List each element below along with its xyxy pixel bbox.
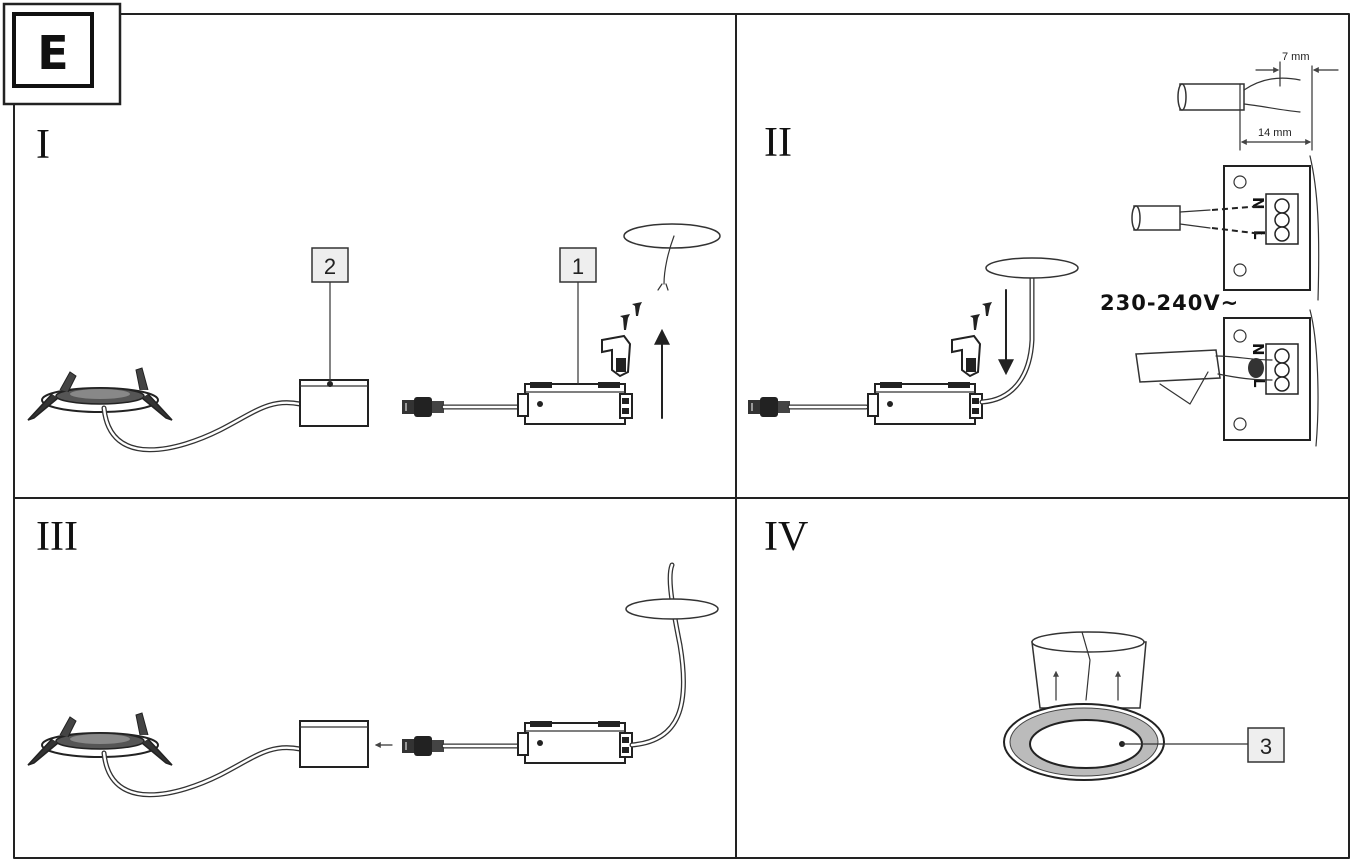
lamp-fixture-iii (27, 712, 173, 766)
callout-2: 2 (324, 254, 336, 279)
strip-length-detail: 14 mm 7 mm (1177, 51, 1339, 151)
section-badge-letter: E (37, 26, 68, 80)
terminal-l-label: L (1250, 230, 1268, 240)
callout-1: 1 (572, 254, 584, 279)
terminal-n-label: N (1249, 197, 1267, 210)
ceiling-cutout-ii (985, 257, 1079, 279)
panel-iv: IV 3 (764, 514, 1285, 781)
terminal-l-label-2: L (1250, 378, 1268, 388)
panel-ii-label: II (764, 120, 792, 166)
panel-iii: III (27, 514, 719, 798)
lamp-fixture (27, 367, 173, 421)
terminal-n-label-2: N (1249, 343, 1267, 356)
clamp-part (601, 334, 632, 378)
panel-ii: II 14 (747, 51, 1339, 447)
panel-i: I 2 1 (27, 122, 721, 453)
plug-connector (401, 396, 445, 418)
mounted-lamp (1003, 631, 1165, 781)
callout-3: 3 (1260, 734, 1272, 759)
ceiling-cutout (623, 223, 721, 291)
strip-length-7mm: 7 mm (1282, 51, 1310, 63)
callout-2-box (311, 247, 349, 283)
strip-length-14mm: 14 mm (1258, 127, 1292, 139)
voltage-label: 230-240V~ (1100, 291, 1239, 315)
panel-i-label: I (36, 122, 50, 168)
section-badge: E (2, 2, 122, 106)
callout-3-box (1247, 727, 1285, 763)
led-driver (517, 381, 633, 425)
panel-iii-label: III (36, 514, 78, 560)
led-driver-ii (867, 381, 983, 425)
callout-1-box (559, 247, 597, 283)
terminal-block-connected: N L (1135, 309, 1319, 447)
screws (620, 302, 642, 330)
terminal-block-open: N L (1131, 155, 1320, 301)
connector-box (299, 379, 369, 427)
panel-iv-label: IV (764, 514, 808, 560)
